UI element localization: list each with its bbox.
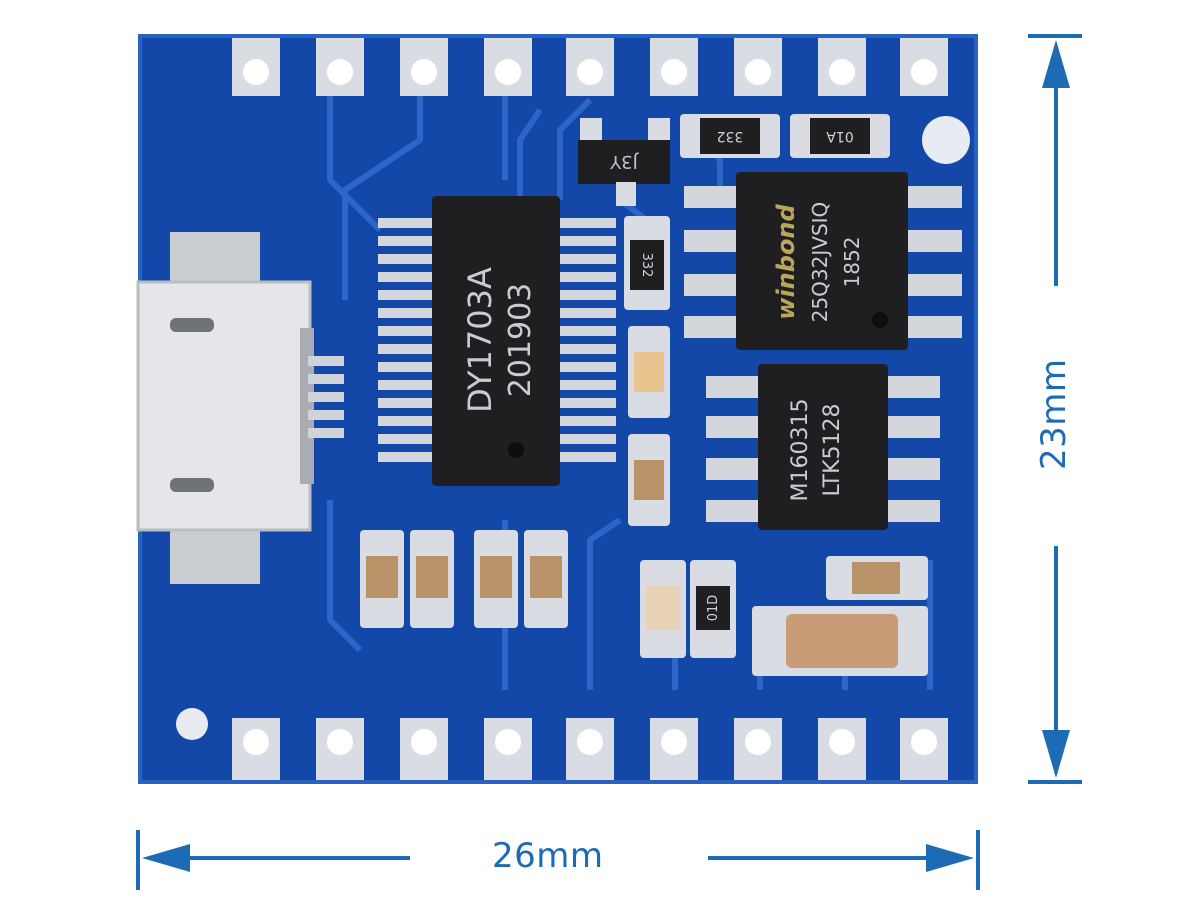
resistor-label: 332 bbox=[639, 253, 654, 278]
arrow-down-icon bbox=[1042, 730, 1070, 778]
amplifier-chip: LTK5128 M160315 bbox=[758, 364, 888, 530]
decoder-chip-line1: DY1703A bbox=[461, 267, 499, 413]
resistor-label: 01A bbox=[826, 128, 854, 144]
height-dimension bbox=[1028, 34, 1082, 784]
header-pin bbox=[316, 718, 364, 780]
arrow-left-icon bbox=[142, 844, 190, 872]
decoder-chip-pins bbox=[378, 218, 616, 462]
header-pin bbox=[900, 718, 948, 780]
header-pin bbox=[400, 718, 448, 780]
micro-usb-connector bbox=[136, 232, 344, 584]
capacitor-large bbox=[752, 606, 928, 676]
resistor-label: 01D bbox=[706, 595, 721, 622]
diode-j3y: J3Y bbox=[578, 118, 670, 206]
capacitor-vertical bbox=[628, 434, 670, 526]
amplifier-chip-pins bbox=[706, 376, 940, 522]
resistor-label: 332 bbox=[717, 128, 744, 144]
flash-brand: winbond bbox=[772, 203, 800, 319]
header-pin bbox=[232, 38, 280, 96]
header-pin bbox=[566, 38, 614, 96]
flash-chip: winbond 25Q32JVSIQ 1852 bbox=[736, 172, 908, 350]
resistor-332-top: 332 bbox=[680, 114, 780, 158]
amplifier-chip-line2: M160315 bbox=[788, 399, 813, 502]
top-pin-header bbox=[232, 38, 948, 96]
capacitor bbox=[524, 530, 568, 628]
fiducial-mark bbox=[922, 116, 970, 164]
header-pin bbox=[818, 38, 866, 96]
capacitor bbox=[640, 560, 686, 658]
bottom-pin-header bbox=[232, 718, 948, 780]
capacitor bbox=[474, 530, 518, 628]
width-dimension bbox=[136, 830, 980, 890]
flash-chip-line1: 25Q32JVSIQ bbox=[808, 202, 832, 323]
fiducial-mark bbox=[176, 708, 208, 740]
capacitor-horizontal bbox=[826, 556, 928, 600]
height-dimension-label: 23mm bbox=[1034, 358, 1074, 470]
header-pin bbox=[650, 718, 698, 780]
capacitor bbox=[360, 530, 404, 628]
decoder-chip: DY1703A 201903 bbox=[432, 196, 560, 486]
header-pin bbox=[900, 38, 948, 96]
resistor-01a: 01A bbox=[790, 114, 890, 158]
flash-chip-pins bbox=[684, 186, 962, 338]
header-pin bbox=[316, 38, 364, 96]
amplifier-chip-line1: LTK5128 bbox=[820, 403, 845, 496]
width-dimension-label: 26mm bbox=[492, 836, 604, 876]
capacitor-vertical bbox=[628, 326, 670, 418]
flash-chip-line2: 1852 bbox=[840, 237, 864, 288]
pin1-dot bbox=[508, 442, 524, 458]
pin1-dot bbox=[872, 312, 888, 328]
arrow-up-icon bbox=[1042, 40, 1070, 88]
capacitor bbox=[410, 530, 454, 628]
header-pin bbox=[484, 38, 532, 96]
header-pin bbox=[232, 718, 280, 780]
arrow-right-icon bbox=[926, 844, 974, 872]
header-pin bbox=[400, 38, 448, 96]
header-pin bbox=[734, 38, 782, 96]
header-pin bbox=[818, 718, 866, 780]
diode-label: J3Y bbox=[609, 151, 639, 172]
header-pin bbox=[484, 718, 532, 780]
resistor-332-vertical: 332 bbox=[624, 216, 670, 310]
decoder-chip-line2: 201903 bbox=[503, 283, 538, 398]
header-pin bbox=[734, 718, 782, 780]
capacitor-row bbox=[360, 530, 568, 628]
header-pin bbox=[650, 38, 698, 96]
resistor-01d: 01D bbox=[690, 560, 736, 658]
header-pin bbox=[566, 718, 614, 780]
